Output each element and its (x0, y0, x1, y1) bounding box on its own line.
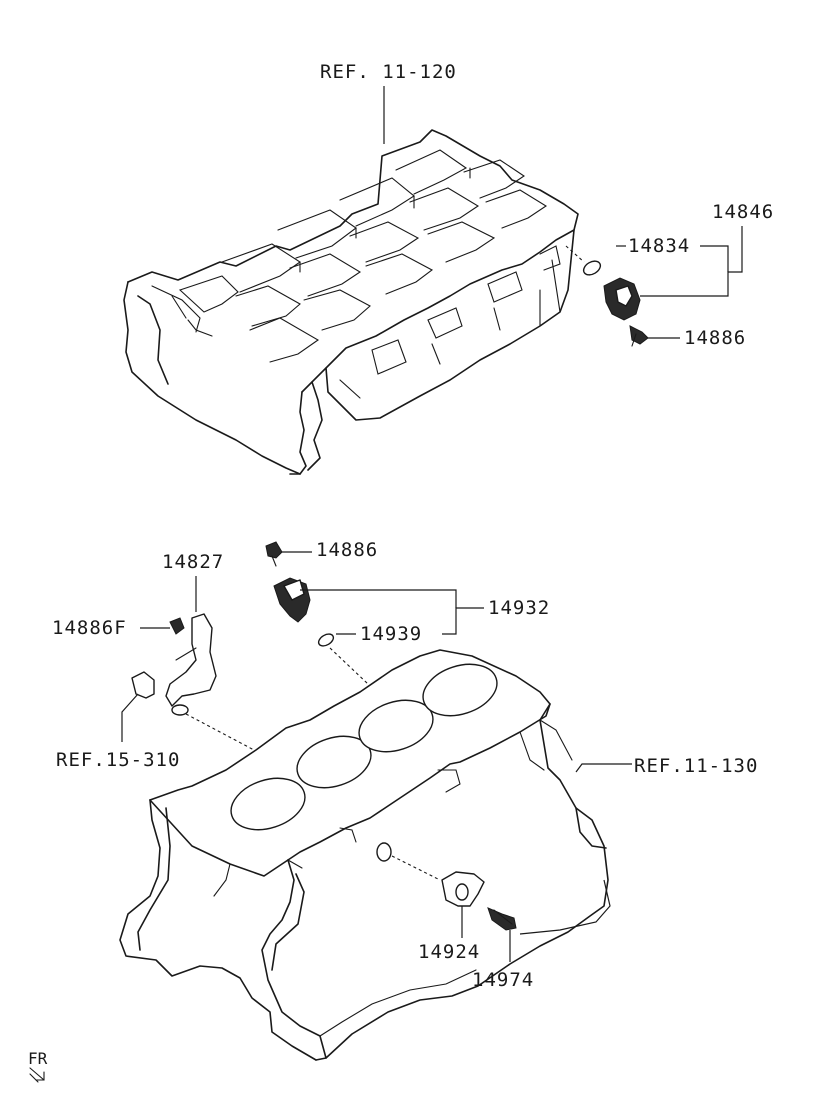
label-14886-top: 14886 (684, 327, 746, 349)
label-14827: 14827 (162, 551, 224, 573)
label-front: FR (28, 1049, 48, 1068)
label-14886-mid: 14886 (316, 539, 378, 561)
bore-4 (422, 663, 498, 717)
bore-3 (358, 699, 434, 753)
label-ref-15-310: REF.15-310 (56, 749, 180, 771)
bolt-14886-upper (629, 325, 649, 345)
label-ref-11-120: REF. 11-120 (320, 61, 457, 83)
label-14846: 14846 (712, 201, 774, 223)
bolt-14886-lower (265, 541, 283, 559)
bore-2 (296, 735, 372, 789)
label-14932: 14932 (488, 597, 550, 619)
bracket-14827 (165, 613, 217, 707)
label-14939: 14939 (360, 623, 422, 645)
bolt-14886f (169, 617, 185, 635)
washer-14924 (376, 842, 392, 862)
bore-1 (230, 777, 306, 831)
o-ring-14834 (582, 260, 602, 276)
o-ring-14939 (317, 633, 335, 647)
cylinder-head (123, 129, 579, 475)
lower-leaders (121, 551, 632, 962)
label-14924: 14924 (418, 941, 480, 963)
upper-leaders (383, 86, 743, 339)
label-14974: 14974 (472, 969, 534, 991)
bolt-14974 (487, 907, 517, 931)
stud-ref-15-310 (131, 671, 155, 699)
label-ref-11-130: REF.11-130 (634, 755, 758, 777)
label-14834: 14834 (628, 235, 690, 257)
lower-parts (131, 541, 517, 931)
front-arrow-icon (29, 1067, 45, 1083)
label-14886f: 14886F (52, 617, 127, 639)
upper-sensor-group (565, 245, 649, 347)
cylinder-block (119, 649, 609, 1061)
